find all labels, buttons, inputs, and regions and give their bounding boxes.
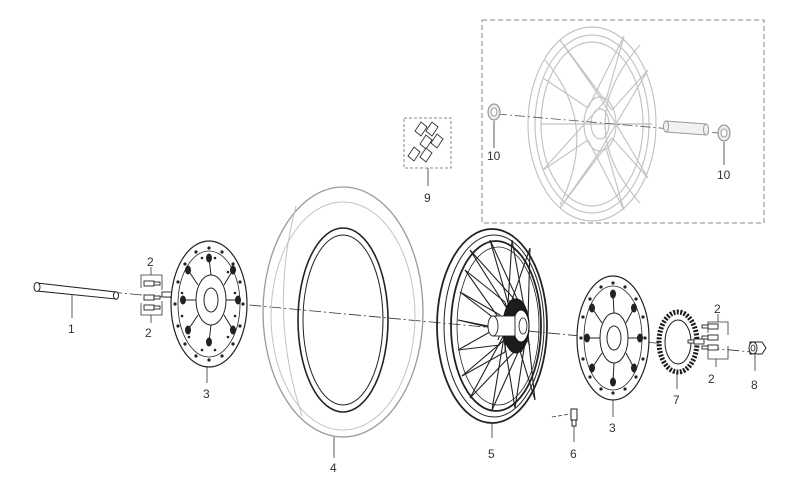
callout-axle-nut: 8 xyxy=(751,378,758,392)
callout-disc-left: 3 xyxy=(203,387,210,401)
right-disc-holes xyxy=(579,281,647,395)
callout-sensor-ring: 7 xyxy=(673,393,680,407)
callout-rim: 5 xyxy=(488,447,495,461)
brake-disc-right-part: 3 xyxy=(576,275,650,435)
callout-weights: 9 xyxy=(424,191,431,205)
right-disc-bolts xyxy=(687,323,719,351)
callout-axle: 1 xyxy=(68,322,75,336)
left-disc-carrier xyxy=(183,257,238,343)
callout-bearing-right: 10 xyxy=(717,168,731,182)
left-disc-bolts xyxy=(143,280,179,311)
callout-bolt-right-lower: 2 xyxy=(708,372,715,386)
rim-assembly-part: 5 xyxy=(436,228,548,461)
inset-faded-wheel xyxy=(527,26,657,222)
sensor-ring-part: 7 xyxy=(656,309,700,407)
inset-dashed-frame xyxy=(481,19,765,224)
axle-part: 1 xyxy=(33,282,119,336)
weights-dashed-frame xyxy=(403,117,452,169)
tire-part: 4 xyxy=(262,186,424,475)
callout-disc-right: 3 xyxy=(609,421,616,435)
callout-bearing-left: 10 xyxy=(487,149,501,163)
valve-part: 6 xyxy=(551,408,578,461)
bearing-left-part xyxy=(487,103,501,121)
callout-bolt-right-upper: 2 xyxy=(714,302,721,316)
axle-nut-part: 8 xyxy=(748,341,767,392)
callout-bolt-left-lower: 2 xyxy=(145,326,152,340)
left-bolt-brackets xyxy=(140,267,163,323)
bearing-right-part xyxy=(717,124,731,142)
inset-detail: 10 10 xyxy=(481,19,765,224)
callout-bolt-left-upper: 2 xyxy=(147,255,154,269)
inset-spacer-tube xyxy=(663,120,709,136)
balance-weights-part: 9 xyxy=(403,117,452,205)
callout-tire: 4 xyxy=(330,461,337,475)
rim-hub xyxy=(487,298,530,354)
brake-disc-left-part: 3 xyxy=(170,240,248,401)
right-bolt-brackets xyxy=(707,314,729,367)
callout-valve: 6 xyxy=(570,447,577,461)
